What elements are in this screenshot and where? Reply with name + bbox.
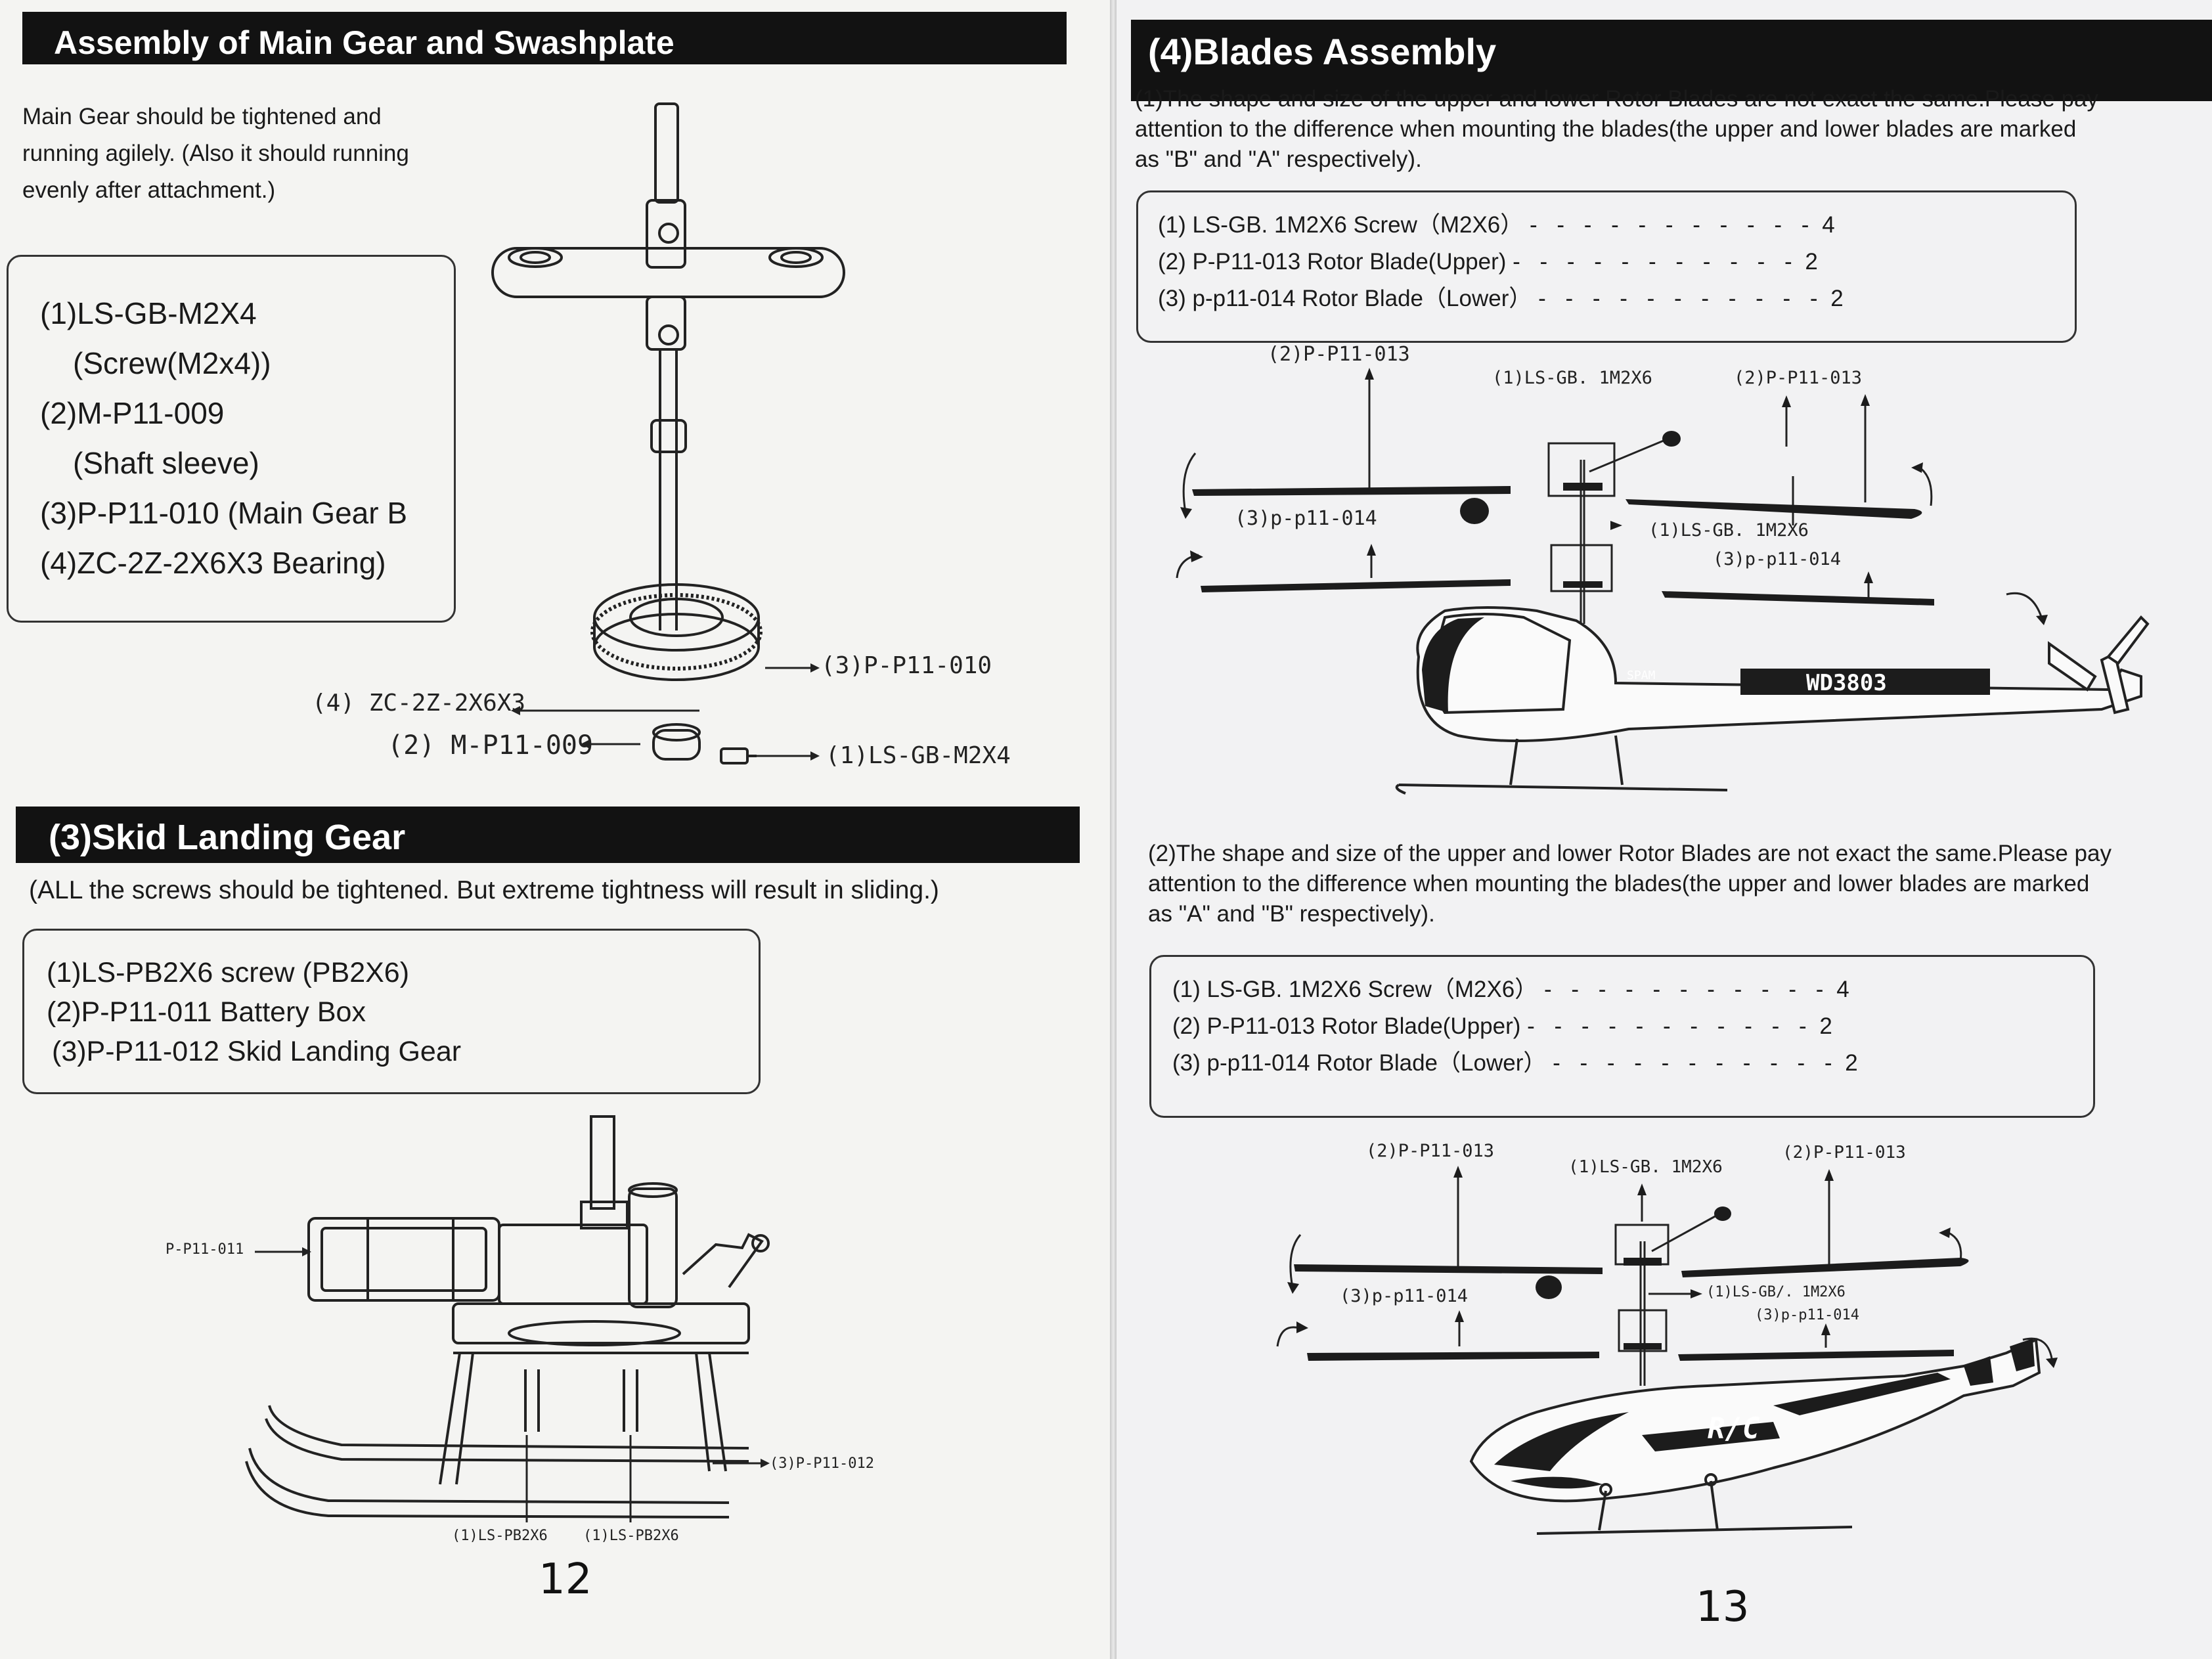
part-qty: 2	[1805, 249, 1818, 275]
part-row: (2) P-P11-013 Rotor Blade(Upper) - - - -…	[1158, 244, 2075, 280]
paragraph-line: as "B" and "A" respectively).	[1135, 146, 1422, 172]
d2-label-screw-side: (1)LS-GB/. 1M2X6	[1706, 1284, 1846, 1300]
part-item: (1)LS-GB-M2X4	[40, 296, 257, 330]
label-bearing: (4) ZC-2Z-2X6X3	[312, 690, 526, 717]
section-title: (3)Skid Landing Gear	[49, 818, 406, 857]
book-gutter	[1110, 0, 1117, 1659]
main-gear-parts-box: (1)LS-GB-M2X4 (Screw(M2x4)) (2)M-P11-009…	[7, 255, 456, 623]
d2-label-upper-right: (2)P-P11-013	[1782, 1143, 1906, 1162]
part-qty: 2	[1830, 286, 1844, 311]
section-header-main-gear: Assembly of Main Gear and Swashplate	[22, 12, 1067, 64]
part-item: (2)P-P11-011 Battery Box	[47, 996, 366, 1028]
label-battery-box: P-P11-011	[166, 1241, 244, 1258]
part-name: (1) LS-GB. 1M2X6 Screw（M2X6）	[1158, 212, 1524, 238]
part-qty: 4	[1822, 212, 1835, 238]
part-item: (2)M-P11-009	[40, 396, 225, 430]
part-dashes: - - - - - - - - - - -	[1538, 286, 1825, 311]
section-header-skid: (3)Skid Landing Gear	[16, 807, 1080, 863]
paragraph-line: (2)The shape and size of the upper and l…	[1148, 841, 2112, 866]
part-dashes: - - - - - - - - - - -	[1553, 1050, 1839, 1076]
blades-paragraph-1: (1)The shape and size of the upper and l…	[1135, 84, 2098, 175]
paragraph-line: attention to the difference when mountin…	[1148, 871, 2090, 896]
blades-diagram-2	[1276, 1166, 2058, 1535]
part-item: (Shaft sleeve)	[73, 446, 259, 480]
label-shaft-sleeve: (2) M-P11-009	[387, 730, 594, 761]
part-name: (3) p-p11-014 Rotor Blade（Lower）	[1158, 286, 1532, 311]
main-gear-intro: Main Gear should be tightened and runnin…	[22, 99, 409, 209]
paragraph-line: as "A" and "B" respectively).	[1148, 901, 1435, 927]
d1-label-upper-left: (2)P-P11-013	[1268, 343, 1410, 366]
page-number-13: 13	[1696, 1583, 1750, 1631]
part-name: (2) P-P11-013 Rotor Blade(Upper)	[1172, 1013, 1521, 1039]
label-screw-m2x4: (1)LS-GB-M2X4	[826, 742, 1011, 769]
page-12: Assembly of Main Gear and Swashplate Mai…	[0, 0, 1110, 1659]
part-item: (3)P-P11-012 Skid Landing Gear	[52, 1036, 462, 1067]
d2-label-upper-left: (2)P-P11-013	[1366, 1141, 1495, 1161]
part-dashes: - - - - - - - - - - -	[1544, 977, 1830, 1002]
part-dashes: - - - - - - - - - - -	[1530, 212, 1816, 238]
page-13: (4)Blades Assembly (1)The shape and size…	[1117, 0, 2212, 1659]
label-screw-pb2x6-b: (1)LS-PB2X6	[583, 1528, 679, 1544]
d2-label-lower-left: (3)p-p11-014	[1340, 1286, 1469, 1306]
part-item: (3)P-P11-010 (Main Gear B	[40, 496, 408, 530]
intro-line: Main Gear should be tightened and	[22, 104, 382, 129]
blades-paragraph-2: (2)The shape and size of the upper and l…	[1148, 839, 2112, 929]
part-row: (1) LS-GB. 1M2X6 Screw（M2X6） - - - - - -…	[1158, 207, 2075, 244]
part-row: (2) P-P11-013 Rotor Blade(Upper) - - - -…	[1172, 1008, 2093, 1045]
paragraph-line: attention to the difference when mountin…	[1135, 116, 2077, 142]
section-header-blades: (4)Blades Assembly	[1131, 20, 2212, 101]
part-qty: 4	[1836, 977, 1849, 1002]
section-title: Assembly of Main Gear and Swashplate	[54, 24, 675, 61]
page-number-12: 12	[539, 1555, 592, 1604]
part-qty: 2	[1845, 1050, 1858, 1076]
part-row: (3) p-p11-014 Rotor Blade（Lower） - - - -…	[1158, 280, 2075, 317]
part-row: (3) p-p11-014 Rotor Blade（Lower） - - - -…	[1172, 1045, 2093, 1082]
d1-fuselage-mark: WD3803	[1806, 670, 1887, 696]
part-dashes: - - - - - - - - - - -	[1513, 249, 1799, 275]
part-item: (1)LS-PB2X6 screw (PB2X6)	[47, 957, 410, 988]
label-main-gear: (3)P-P11-010	[821, 652, 992, 679]
part-name: (2) P-P11-013 Rotor Blade(Upper)	[1158, 249, 1507, 275]
part-item: (4)ZC-2Z-2X6X3 Bearing)	[40, 546, 386, 580]
part-dashes: - - - - - - - - - - -	[1527, 1013, 1813, 1039]
part-qty: 2	[1819, 1013, 1832, 1039]
skid-note: (ALL the screws should be tightened. But…	[29, 876, 939, 904]
paragraph-line: (1)The shape and size of the upper and l…	[1135, 86, 2098, 112]
part-row: (1) LS-GB. 1M2X6 Screw（M2X6） - - - - - -…	[1172, 971, 2093, 1008]
blades-parts-box-2: (1) LS-GB. 1M2X6 Screw（M2X6） - - - - - -…	[1149, 955, 2095, 1118]
part-name: (1) LS-GB. 1M2X6 Screw（M2X6）	[1172, 977, 1538, 1002]
section-title: (4)Blades Assembly	[1148, 31, 1497, 72]
blades-parts-box-1: (1) LS-GB. 1M2X6 Screw（M2X6） - - - - - -…	[1136, 190, 2077, 343]
d2-label-lower-right: (3)p-p11-014	[1755, 1307, 1859, 1323]
part-name: (3) p-p11-014 Rotor Blade（Lower）	[1172, 1050, 1547, 1076]
part-item: (Screw(M2x4))	[73, 346, 271, 380]
blades-diagram-1	[1176, 368, 2150, 795]
d1-label-upper-right: (2)P-P11-013	[1734, 368, 1863, 388]
intro-line: running agilely. (Also it should running	[22, 141, 409, 166]
label-screw-pb2x6-a: (1)LS-PB2X6	[452, 1528, 548, 1544]
d2-fuselage-mark: R/C	[1708, 1412, 1760, 1446]
d1-label-lower-right: (3)p-p11-014	[1713, 549, 1842, 569]
d1-label-lower-left: (3)p-p11-014	[1235, 507, 1377, 530]
skid-parts-box: (1)LS-PB2X6 screw (PB2X6) (2)P-P11-011 B…	[22, 929, 761, 1094]
main-gear-diagram	[491, 102, 845, 764]
skid-landing-gear-diagram	[245, 1115, 770, 1522]
intro-line: evenly after attachment.)	[22, 177, 276, 203]
d2-label-screw-top: (1)LS-GB. 1M2X6	[1568, 1157, 1723, 1177]
d1-label-screw-side: (1)LS-GB. 1M2X6	[1648, 520, 1809, 541]
d1-label-screw-top: (1)LS-GB. 1M2X6	[1492, 368, 1652, 388]
label-skid-landing-gear: (3)P-P11-012	[770, 1455, 874, 1472]
d1-decal: SPAM	[1627, 669, 1656, 682]
